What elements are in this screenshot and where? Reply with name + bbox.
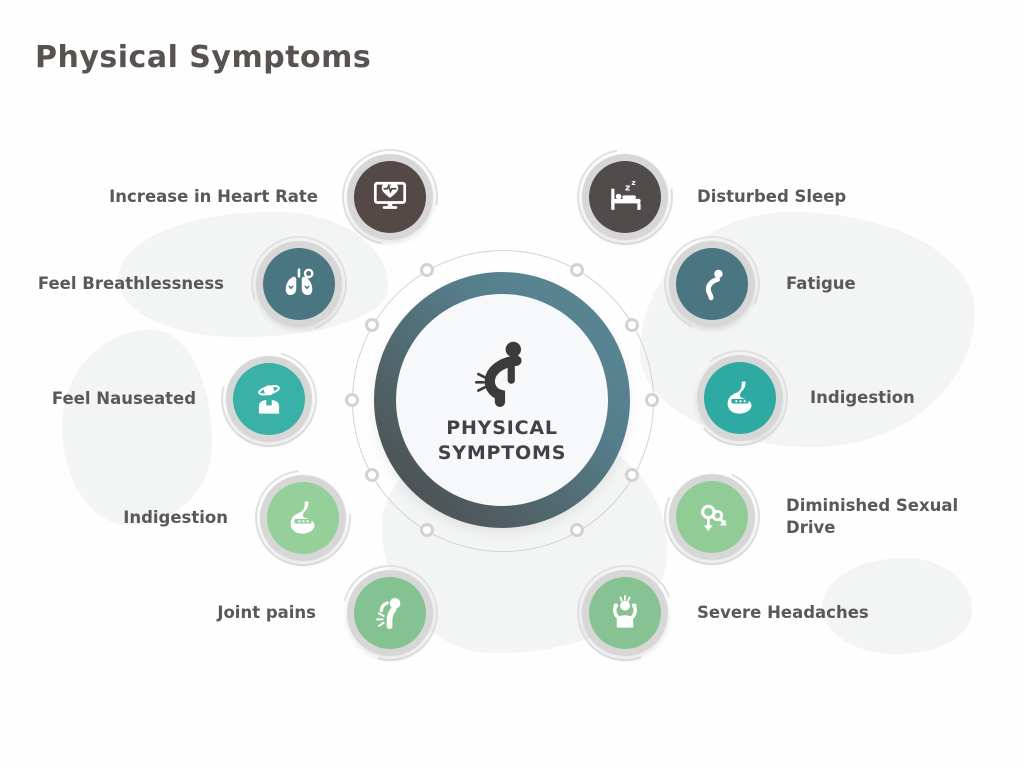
symptom-bubble (676, 248, 748, 320)
symptom-label-fatigue: Fatigue (786, 274, 856, 293)
map-silhouette (118, 212, 388, 337)
symptom-label-indigestion-left: Indigestion (123, 508, 228, 527)
symptom-node-diminished-sexual-drive (650, 455, 774, 579)
symptom-bubble (354, 161, 426, 233)
connector-node (645, 393, 659, 407)
symptom-label-feel-breathlessness: Feel Breathlessness (37, 274, 224, 293)
symptom-node-severe-headaches (561, 549, 689, 677)
gender-arrows-icon (701, 504, 727, 532)
symptom-label-joint-pains: Joint pains (217, 603, 316, 622)
symptom-bubble (589, 577, 661, 649)
symptom-label-feel-nauseated: Feel Nauseated (51, 389, 196, 408)
hub-title-line1: PHYSICAL (446, 417, 558, 440)
symptom-node-fatigue (650, 222, 774, 346)
map-silhouette (62, 330, 212, 525)
symptom-label-disturbed-sleep: Disturbed Sleep (697, 187, 847, 206)
hub-title: PHYSICAL SYMPTOMS (438, 416, 566, 465)
symptom-node-increase-heart-rate (323, 130, 457, 264)
bed-sleep-icon: z z (611, 178, 641, 210)
page-title: Physical Symptoms (35, 40, 372, 75)
symptom-label-severe-headaches: Severe Headaches (697, 603, 869, 622)
connector-node (365, 318, 379, 332)
connector-node (345, 393, 359, 407)
symptom-bubble: z z (589, 161, 661, 233)
symptom-node-joint-pains (324, 547, 456, 679)
symptom-bubble (704, 362, 776, 434)
symptom-label-indigestion-right: Indigestion (810, 388, 915, 407)
fatigue-person-icon (705, 269, 723, 301)
connector-node (420, 523, 434, 537)
symptom-node-feel-nauseated (203, 333, 335, 465)
symptom-bubble (676, 481, 748, 553)
symptom-node-disturbed-sleep: z z (558, 130, 692, 264)
headache-person-icon (613, 595, 637, 628)
symptom-label-diminished-sexual-drive: Diminished Sexual Drive (786, 496, 959, 537)
stomach-icon (727, 381, 752, 414)
symptom-label-increase-heart-rate: Increase in Heart Rate (109, 187, 318, 206)
hub-inner-circle: PHYSICAL SYMPTOMS (396, 294, 608, 506)
symptom-node-feel-breathlessness (235, 220, 363, 348)
symptom-node-indigestion-left (235, 450, 371, 586)
connector-node (570, 263, 584, 277)
connector-node (625, 468, 639, 482)
map-silhouette (822, 558, 972, 654)
svg-text:z: z (631, 178, 635, 187)
hip-joint-icon (376, 598, 401, 630)
hub-title-line2: SYMPTOMS (437, 442, 567, 464)
symptom-bubble (267, 482, 339, 554)
dizzy-person-icon (258, 385, 280, 414)
lungs-icon (285, 268, 314, 295)
symptom-bubble (263, 248, 335, 320)
stomach-icon (290, 501, 315, 534)
svg-text:z: z (625, 183, 630, 194)
heart-monitor-icon (373, 181, 407, 209)
symptom-node-indigestion-right (687, 345, 793, 451)
connector-node (570, 523, 584, 537)
symptom-bubble (354, 577, 426, 649)
symptom-bubble (233, 363, 305, 435)
connector-node (625, 318, 639, 332)
connector-node (365, 468, 379, 482)
hub-ring: PHYSICAL SYMPTOMS (374, 272, 630, 528)
back-pain-icon (474, 342, 522, 408)
connector-node (420, 263, 434, 277)
